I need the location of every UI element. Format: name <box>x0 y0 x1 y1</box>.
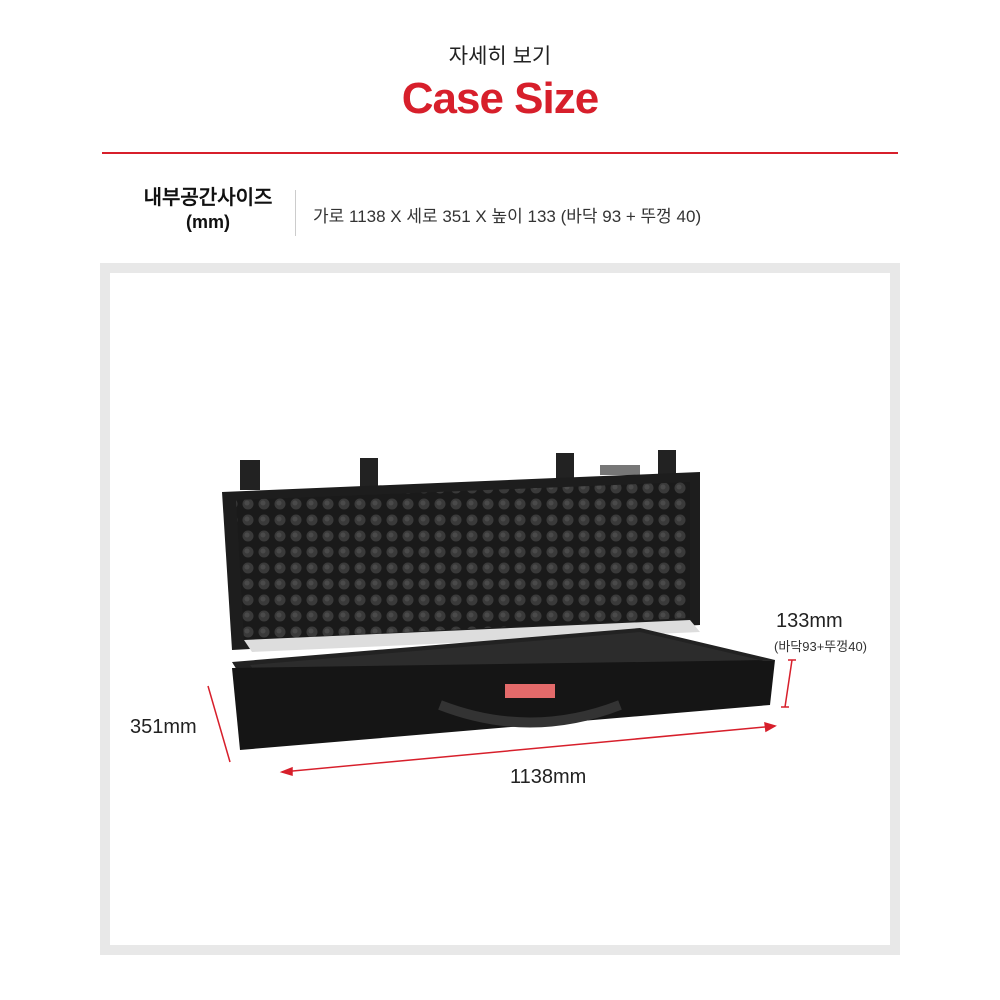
spec-value: 가로 1138 X 세로 351 X 높이 133 (바닥 93 + 뚜껑 40… <box>313 207 702 226</box>
spec-separator <box>295 190 296 236</box>
dimension-lines <box>207 659 796 777</box>
spec-label: 내부공간사이즈 (mm) <box>118 186 298 234</box>
spec-unit: (mm) <box>186 212 230 232</box>
lid-foam <box>236 482 690 640</box>
section-subtitle: 자세히 보기 <box>448 45 552 68</box>
depth-label: 351mm <box>130 716 197 738</box>
case-latches <box>240 450 676 490</box>
width-label: 1138mm <box>510 766 587 788</box>
height-label: 133mm <box>776 610 843 632</box>
handle <box>438 700 622 728</box>
label-plate <box>505 684 555 698</box>
case-base <box>232 660 775 750</box>
page-title: Case Size <box>401 74 599 123</box>
spec-label-text: 내부공간사이즈 <box>143 187 273 209</box>
title-divider <box>102 152 898 154</box>
height-detail: (바닥93+뚜껑40) <box>774 639 868 654</box>
